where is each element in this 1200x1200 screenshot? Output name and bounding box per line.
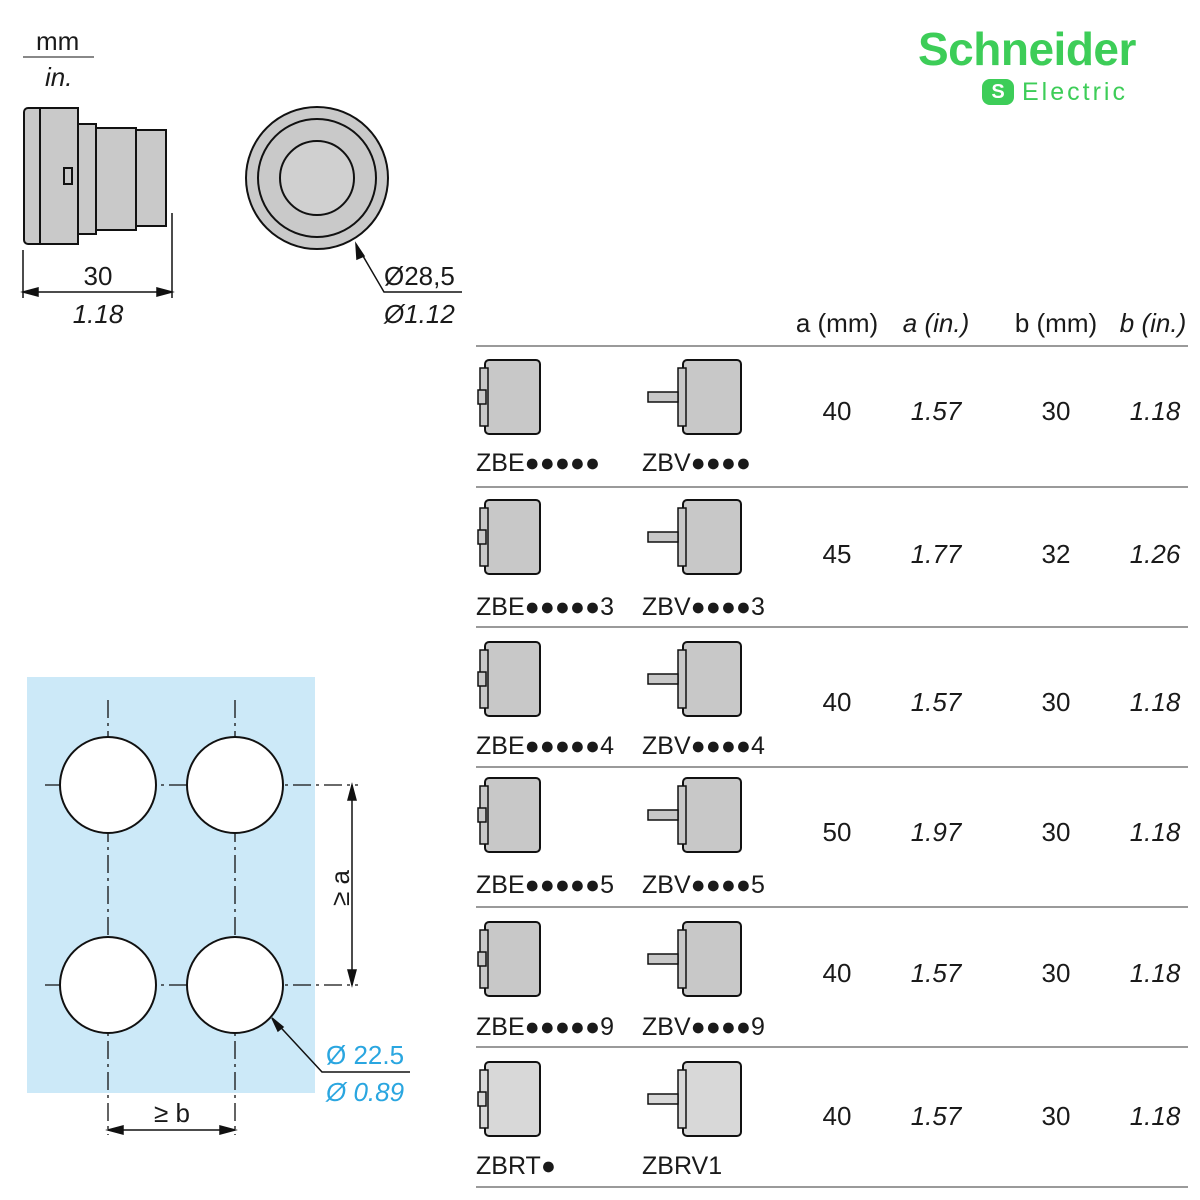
contact-block-image-left bbox=[477, 921, 541, 997]
cell-b-in: 1.26 bbox=[1129, 539, 1181, 569]
contact-block-image-right bbox=[647, 499, 742, 575]
cell-b-in: 1.18 bbox=[1129, 1101, 1181, 1131]
product-code-right: ZBV●●●●5 bbox=[642, 871, 765, 899]
logo-electric: Electric bbox=[1022, 78, 1128, 106]
cell-b-mm: 30 bbox=[1041, 1101, 1071, 1131]
cell-a-in: 1.57 bbox=[910, 958, 962, 988]
contact-block-image-right bbox=[647, 921, 742, 997]
side-view-drawing bbox=[23, 107, 167, 245]
product-code-right: ZBV●●●●3 bbox=[642, 593, 765, 621]
contact-block-image-left bbox=[477, 359, 541, 435]
header-divider bbox=[476, 345, 1188, 347]
dim-a-label: ≥ a bbox=[324, 870, 355, 906]
cell-a-mm: 40 bbox=[822, 1101, 852, 1131]
contact-block-images bbox=[477, 359, 742, 1137]
cell-a-in: 1.97 bbox=[910, 817, 962, 847]
cell-a-in: 1.57 bbox=[910, 1101, 962, 1131]
row-divider bbox=[476, 1046, 1188, 1048]
front-dimension-leader bbox=[355, 241, 462, 293]
logo-schneider: Schneider bbox=[918, 23, 1136, 75]
front-dia-in: Ø1.12 bbox=[384, 299, 455, 329]
side-dim-in: 1.18 bbox=[72, 299, 124, 329]
cutout-dimension-lines bbox=[105, 782, 410, 1135]
product-code-right: ZBV●●●●4 bbox=[642, 732, 765, 760]
front-view-drawing bbox=[245, 106, 389, 250]
cutout-dia-in: Ø 0.89 bbox=[326, 1077, 405, 1107]
unit-in: in. bbox=[45, 62, 73, 92]
product-code-left: ZBRT● bbox=[476, 1152, 556, 1180]
product-code-right: ZBV●●●● bbox=[642, 449, 752, 477]
header-a-in: a (in.) bbox=[902, 308, 970, 338]
product-code-right: ZBV●●●●9 bbox=[642, 1013, 765, 1041]
contact-block-image-left bbox=[477, 777, 541, 853]
product-code-left: ZBE●●●●●5 bbox=[476, 871, 615, 899]
cell-b-in: 1.18 bbox=[1129, 958, 1181, 988]
cell-a-in: 1.57 bbox=[910, 396, 962, 426]
product-code-left: ZBE●●●●●4 bbox=[476, 732, 615, 760]
cell-a-in: 1.57 bbox=[910, 687, 962, 717]
unit-mm: mm bbox=[36, 26, 80, 56]
header-b-mm: b (mm) bbox=[1014, 308, 1098, 338]
header-a-mm: a (mm) bbox=[795, 308, 879, 338]
contact-block-image-left bbox=[477, 499, 541, 575]
cell-b-in: 1.18 bbox=[1129, 687, 1181, 717]
cell-a-mm: 40 bbox=[822, 396, 852, 426]
side-dim-mm: 30 bbox=[83, 261, 113, 291]
product-code-left: ZBE●●●●●9 bbox=[476, 1013, 615, 1041]
row-divider bbox=[476, 1186, 1188, 1188]
row-divider bbox=[476, 766, 1188, 768]
product-code-left: ZBE●●●●●3 bbox=[476, 593, 615, 621]
row-divider bbox=[476, 906, 1188, 908]
cutout-holes bbox=[59, 736, 284, 1034]
cell-b-mm: 30 bbox=[1041, 687, 1071, 717]
cell-b-in: 1.18 bbox=[1129, 817, 1181, 847]
cell-a-mm: 50 bbox=[822, 817, 852, 847]
logo-icon: S bbox=[982, 79, 1014, 105]
product-code-right: ZBRV1 bbox=[642, 1152, 723, 1180]
cell-b-in: 1.18 bbox=[1129, 396, 1181, 426]
contact-block-image-right bbox=[647, 359, 742, 435]
contact-block-image-left bbox=[477, 1061, 541, 1137]
header-b-in: b (in.) bbox=[1119, 308, 1187, 338]
cutout-dia-mm: Ø 22.5 bbox=[326, 1040, 405, 1070]
panel-cutout-area bbox=[27, 677, 315, 1093]
cell-b-mm: 32 bbox=[1041, 539, 1071, 569]
cell-b-mm: 30 bbox=[1041, 396, 1071, 426]
unit-divider bbox=[23, 56, 94, 58]
side-dimension-line bbox=[20, 213, 175, 298]
row-divider bbox=[476, 626, 1188, 628]
row-divider bbox=[476, 486, 1188, 488]
product-code-left: ZBE●●●●● bbox=[476, 449, 601, 477]
cell-a-mm: 40 bbox=[822, 958, 852, 988]
contact-block-image-right bbox=[647, 777, 742, 853]
contact-block-image-left bbox=[477, 641, 541, 717]
cell-b-mm: 30 bbox=[1041, 817, 1071, 847]
cell-a-mm: 45 bbox=[822, 539, 852, 569]
front-dia-mm: Ø28,5 bbox=[384, 261, 455, 291]
contact-block-image-right bbox=[647, 1061, 742, 1137]
cell-a-in: 1.77 bbox=[910, 539, 962, 569]
dim-b-label: ≥ b bbox=[154, 1098, 190, 1128]
contact-block-image-right bbox=[647, 641, 742, 717]
cell-b-mm: 30 bbox=[1041, 958, 1071, 988]
cell-a-mm: 40 bbox=[822, 687, 852, 717]
